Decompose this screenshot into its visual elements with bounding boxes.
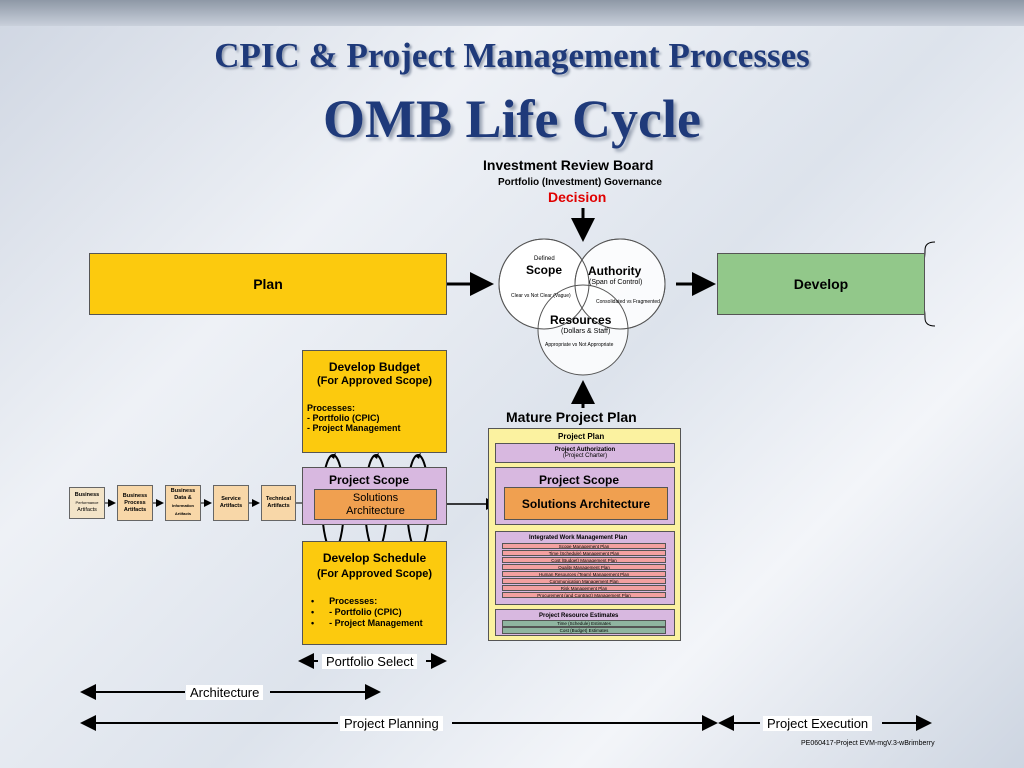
pre-row: Time (Schedule) Estimates — [502, 620, 666, 627]
architecture-label: Architecture — [186, 685, 264, 700]
project-execution-label: Project Execution — [763, 716, 873, 731]
develop-budget-box: Develop Budget (For Approved Scope) Proc… — [302, 350, 447, 453]
schedule-b3: • - Project Management — [311, 618, 423, 628]
develop-schedule-box: Develop Schedule (For Approved Scope) • … — [302, 541, 447, 645]
schedule-b2: • - Portfolio (CPIC) — [311, 607, 402, 617]
irb-sub: Portfolio (Investment) Governance — [498, 177, 662, 188]
footer-code: PE060417-Project EVM-mgV.3-wBrimberry — [801, 740, 935, 747]
iwmp-row: Cost (Budget) Management Plan — [502, 557, 666, 563]
top-band — [0, 0, 1024, 26]
schedule-b1: • Processes: — [311, 596, 378, 606]
schedule-bullets: • Processes: • - Portfolio (CPIC) • - Pr… — [303, 596, 446, 629]
page-title: CPIC & Project Management Processes — [214, 36, 810, 75]
venn-resources-sub: (Dollars & Staff) — [561, 328, 611, 335]
mature-sa-box: Solutions Architecture — [504, 487, 668, 520]
iwmp-row: Communication Management Plan — [502, 578, 666, 584]
mature-sa-label: Solutions Architecture — [521, 496, 651, 511]
iwmp-row: Risk Management Plan — [502, 585, 666, 591]
venn-scope: Scope — [526, 263, 563, 277]
iwmp-row: Time (Schedule) Management Plan — [502, 550, 666, 556]
budget-p2: - Project Management — [307, 423, 401, 433]
develop-box: Develop — [717, 253, 925, 315]
budget-title1: Develop Budget — [328, 360, 421, 374]
mature-auth-box: Project Authorization (Project Charter) — [495, 443, 675, 463]
mature-project-plan: Project Plan — [558, 432, 605, 441]
mature-scope-label: Project Scope — [539, 473, 620, 487]
schedule-title2: (For Approved Scope) — [316, 568, 433, 580]
pre-row: Cost (Budget) Estimates — [502, 627, 666, 634]
center-scope-label: Project Scope — [329, 473, 410, 487]
page-subtitle: OMB Life Cycle — [323, 89, 701, 149]
iwmp-row: Scope Management Plan — [502, 543, 666, 549]
irb-heading: Investment Review Board — [483, 157, 654, 173]
center-sa-label: Solutions Architecture — [346, 491, 405, 517]
mature-auth1: Project Authorization — [554, 447, 616, 453]
venn-authority: Authority — [588, 264, 642, 278]
iwmp-row: Human Resources (Team) Management Plan — [502, 571, 666, 577]
venn-clear: Clear vs Not Clear (Vague) — [511, 293, 571, 299]
mature-auth2: (Project Charter) — [562, 453, 608, 459]
schedule-title1: Develop Schedule — [322, 551, 427, 565]
mature-heading: Mature Project Plan — [506, 409, 637, 425]
center-sa-box: Solutions Architecture — [314, 489, 437, 520]
irb-decision: Decision — [548, 189, 607, 205]
venn-defined: Defined — [534, 256, 555, 262]
project-planning-label: Project Planning — [340, 716, 443, 731]
venn-consolidated: Consolidated vs Fragmented — [596, 299, 660, 305]
develop-label: Develop — [793, 276, 849, 292]
portfolio-select-label: Portfolio Select — [322, 654, 418, 669]
pre-title: Project Resource Estimates — [539, 613, 619, 619]
plan-box: Plan — [89, 253, 447, 315]
venn-authority-sub: (Span of Control) — [589, 279, 643, 286]
plan-label: Plan — [253, 276, 283, 292]
venn-resources: Resources — [550, 313, 612, 327]
iwmp-title: Integrated Work Management Plan — [529, 535, 628, 541]
budget-p1: - Portfolio (CPIC) — [307, 413, 380, 423]
budget-processes: Processes: — [307, 403, 356, 413]
iwmp-row: Quality Management Plan — [502, 564, 666, 570]
venn-appropriate: Appropriate vs Not Appropriate — [545, 342, 614, 348]
iwmp-row: Procurement (and Contract) Management Pl… — [502, 592, 666, 598]
budget-title2: (For Approved Scope) — [316, 375, 433, 387]
